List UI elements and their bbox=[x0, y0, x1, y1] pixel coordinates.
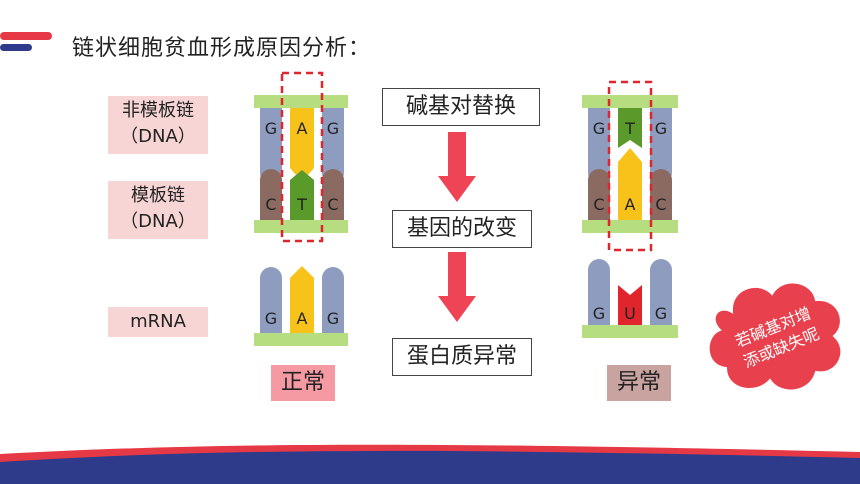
normal-mid-pillar-left bbox=[260, 169, 282, 220]
abnormal-top-base-1: G bbox=[593, 119, 605, 138]
normal-label: 正常 bbox=[271, 365, 335, 401]
normal-mid-bar bbox=[254, 220, 348, 233]
abnormal-mid-arrow-yellow bbox=[618, 148, 642, 220]
bottom-wave-decoration bbox=[0, 444, 860, 484]
abnormal-mrna-base-3: G bbox=[655, 304, 667, 323]
abnormal-mid-base-2: A bbox=[625, 195, 636, 214]
normal-mid-pillar-right bbox=[322, 169, 344, 220]
step-protein-abnormal: 蛋白质异常 bbox=[392, 338, 532, 376]
abnormal-label: 异常 bbox=[607, 365, 671, 401]
abnormal-mid-pillar-right bbox=[650, 169, 672, 220]
normal-mrna-bar bbox=[254, 333, 348, 346]
normal-top-pillar-right bbox=[322, 108, 344, 184]
abnormal-mid-bar bbox=[582, 220, 678, 233]
label-non-template-strand: 非模板链 （DNA） bbox=[108, 96, 208, 154]
normal-highlight-box bbox=[280, 71, 324, 243]
abnormal-top-bar bbox=[582, 95, 678, 108]
abnormal-top-pillar-left bbox=[588, 108, 610, 184]
normal-mid-arrow-green bbox=[290, 170, 314, 220]
normal-mrna-pillar-right bbox=[322, 267, 344, 333]
label-template-line1: 模板链 bbox=[131, 185, 185, 206]
question-cloud[interactable]: 若碱基对增 添或缺失呢 bbox=[702, 272, 852, 402]
cloud-shape bbox=[707, 281, 843, 392]
normal-top-base-1: G bbox=[265, 119, 277, 138]
label-template-line2: （DNA） bbox=[120, 211, 196, 232]
abnormal-mrna-base-1: G bbox=[593, 304, 605, 323]
step-base-substitution: 碱基对替换 bbox=[382, 88, 540, 126]
abnormal-mid-pillar-left bbox=[588, 169, 610, 220]
bottom-wave-blue bbox=[0, 448, 860, 484]
label-mrna: mRNA bbox=[108, 307, 208, 337]
normal-top-arrow-yellow bbox=[290, 108, 314, 182]
label-non-template-line1: 非模板链 bbox=[122, 100, 194, 121]
down-arrow-1-shape bbox=[438, 132, 476, 202]
abnormal-top-base-2: T bbox=[624, 119, 635, 138]
normal-mid-base-2: T bbox=[296, 195, 307, 214]
down-arrow-2 bbox=[438, 252, 476, 322]
normal-diagram: G A G C T C G A G bbox=[254, 71, 348, 346]
header-stripe-blue bbox=[0, 44, 32, 51]
header-stripe-red bbox=[0, 32, 52, 40]
abnormal-highlight-box bbox=[607, 80, 653, 252]
step-gene-change: 基因的改变 bbox=[392, 210, 532, 248]
abnormal-mid-base-1: C bbox=[593, 195, 604, 214]
normal-mrna-base-1: G bbox=[265, 309, 277, 328]
down-arrow-1 bbox=[438, 132, 476, 202]
normal-mrna-base-2: A bbox=[297, 309, 308, 328]
page-title: 链状细胞贫血形成原因分析： bbox=[72, 36, 372, 61]
abnormal-diagram: G T G C A C G U G bbox=[582, 80, 678, 338]
normal-top-base-2: A bbox=[297, 119, 308, 138]
normal-mrna-arrow-yellow bbox=[290, 266, 314, 333]
abnormal-mid-base-3: C bbox=[655, 195, 666, 214]
abnormal-top-base-3: G bbox=[655, 119, 667, 138]
normal-top-pillar-left bbox=[260, 108, 282, 184]
normal-top-bar bbox=[254, 95, 348, 108]
abnormal-mrna-pillar-right bbox=[650, 259, 672, 325]
abnormal-mrna-pillar-left bbox=[588, 259, 610, 325]
header-decoration bbox=[0, 32, 52, 51]
down-arrow-2-shape bbox=[438, 252, 476, 322]
label-template-strand: 模板链 （DNA） bbox=[108, 181, 208, 239]
normal-top-base-3: G bbox=[327, 119, 339, 138]
abnormal-top-arrow-green bbox=[618, 108, 642, 148]
normal-mrna-base-3: G bbox=[327, 309, 339, 328]
normal-mid-base-1: C bbox=[265, 195, 276, 214]
normal-mid-base-3: C bbox=[327, 195, 338, 214]
abnormal-mrna-base-2: U bbox=[624, 304, 636, 323]
label-non-template-line2: （DNA） bbox=[120, 126, 196, 147]
abnormal-mrna-notch-red bbox=[618, 285, 642, 325]
normal-mrna-pillar-left bbox=[260, 267, 282, 333]
abnormal-top-pillar-right bbox=[650, 108, 672, 184]
abnormal-mrna-bar bbox=[582, 325, 678, 338]
bottom-wave-red bbox=[0, 444, 860, 462]
